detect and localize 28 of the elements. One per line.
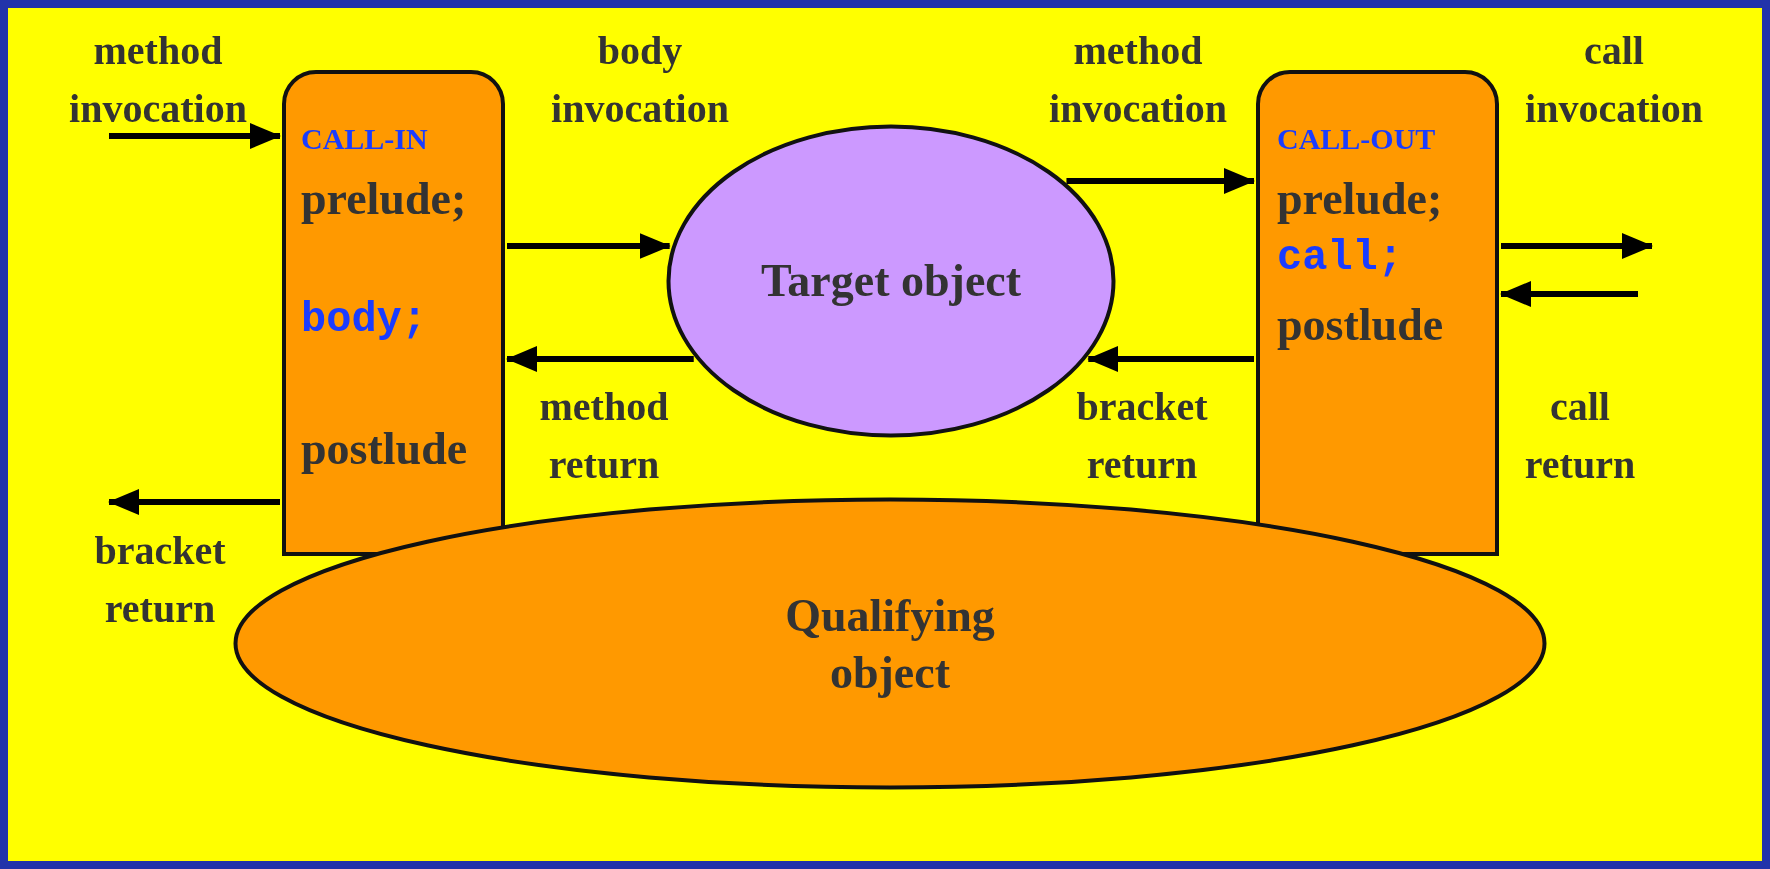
edge-label: bracket return [93,527,227,633]
arrow [1500,281,1638,307]
edge-label: call invocation [1524,27,1704,133]
arrow [1087,346,1254,372]
edge-label: call return [1523,383,1637,489]
arrow [507,233,671,259]
rounded-box [1256,70,1499,556]
arrow [1066,168,1255,194]
box-heading: CALL-IN [301,122,428,156]
edge-label: bracket return [1075,383,1209,489]
node-label: Qualifying object [784,588,996,700]
node-label: Target object [759,254,1023,309]
box-text: postlude [1277,298,1444,351]
arrow [109,123,281,149]
arrow [108,489,280,515]
box-text: prelude; [301,172,467,225]
box-text: postlude [301,422,468,475]
rounded-box [282,70,505,556]
edge-label: method invocation [1048,27,1228,133]
edge-label: method return [538,383,670,489]
code-text: body; [301,296,428,344]
edge-label: method invocation [68,27,248,133]
edge-label: body invocation [550,27,730,133]
box-heading: CALL-OUT [1277,122,1436,156]
arrow [1501,233,1653,259]
box-text: prelude; [1277,172,1443,225]
arrow [506,346,694,372]
code-text: call; [1277,234,1404,282]
